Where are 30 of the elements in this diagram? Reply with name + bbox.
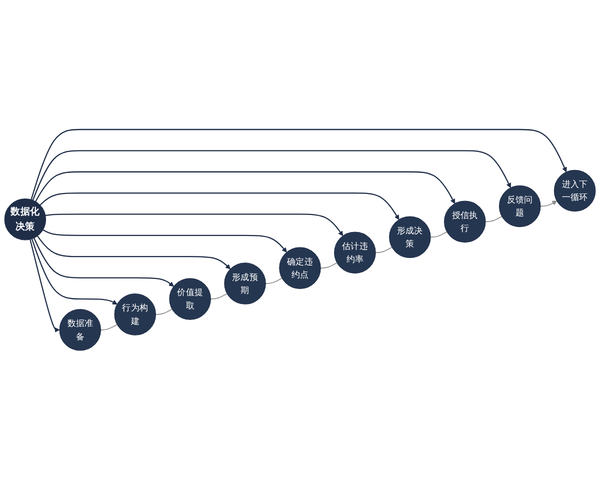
arrow [35,171,456,204]
node-circle: 反馈问题 [498,185,541,228]
connector [210,293,228,300]
arrow [32,150,511,200]
node-circle: 确定违约点 [279,247,321,289]
node-circle: 估计违约率 [334,232,376,274]
arrow [30,239,60,332]
connector [155,308,173,315]
arrow [31,238,118,305]
node-circle: 行为构建 [114,294,156,336]
node-circle: 数据化决策 [4,198,46,240]
connector [430,231,448,238]
arrow [42,229,287,253]
connector [375,246,392,254]
node-circle: 形成预期 [224,262,266,304]
connector [485,216,502,222]
node-circle: 进入下一循环 [554,170,596,212]
connector [320,262,338,268]
arrow [36,236,231,270]
connector [100,324,118,330]
arrow [40,192,400,220]
arrow [540,200,558,207]
connector [265,278,282,284]
arrow [33,238,174,287]
node-circle: 授信执行 [444,200,486,243]
arrow [30,128,567,200]
node-circle: 数据准备 [59,308,102,351]
node-circle: 形成决策 [389,216,431,258]
arrow [45,214,344,236]
node-circle: 价值提取 [169,278,211,320]
